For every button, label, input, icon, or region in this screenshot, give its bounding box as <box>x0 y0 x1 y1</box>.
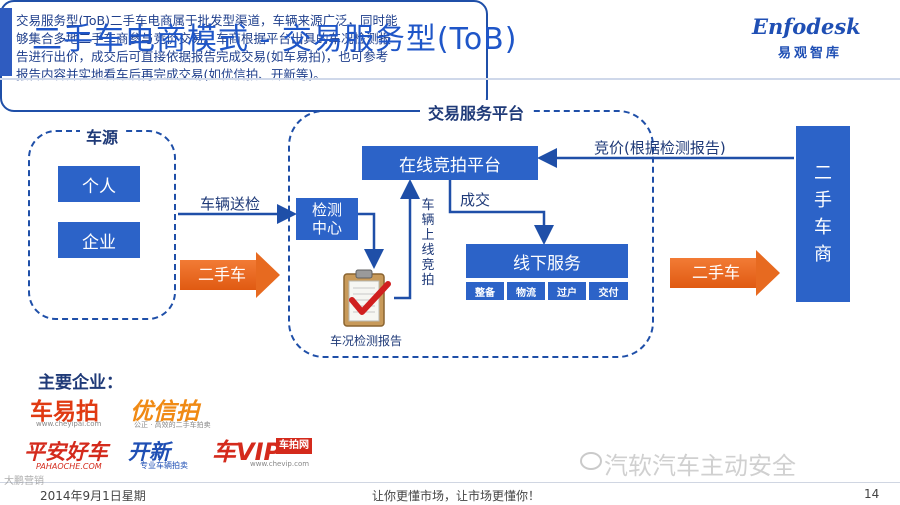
brand-pingan-url: PAHAOCHE.COM <box>36 462 102 471</box>
send-label: 车辆送检 <box>200 195 261 213</box>
vehicle-listing-label: 车辆上线竞拍 <box>421 198 435 288</box>
note-line-4: 报告内容并实地看车后再完成交易(如优信拍、开新等)。 <box>16 67 326 82</box>
footer-divider <box>0 482 900 483</box>
title-accent-bar <box>0 8 12 76</box>
tag-transfer: 过户 <box>548 282 586 300</box>
brand-youxinpai-logo: 优信拍 <box>130 399 199 425</box>
note-line-2: 够集合多地二手车商参与竞价交易。车商根据平台出具的车况检测报 <box>16 31 392 46</box>
footer-slogan: 让你更懂市场，让市场更懂你！ <box>372 489 541 503</box>
page-number: 14 <box>864 487 880 501</box>
title-divider <box>0 78 900 80</box>
left-arrow-label: 二手车 <box>198 265 247 284</box>
wechat-watermark-icon <box>580 452 602 470</box>
dealer-char-4: 商 <box>814 244 832 265</box>
watermark-text: 汽软汽车主动安全 <box>604 452 796 480</box>
footer-date: 2014年9月1日星期 <box>40 489 146 503</box>
brand-cheyipai-url: www.cheyipai.com <box>36 420 102 428</box>
brand-pingan-logo: 平安好车 <box>24 440 108 464</box>
dealer-char-3: 车 <box>814 217 832 238</box>
dealer-char-2: 手 <box>814 190 832 211</box>
brand-chevip-tag: 车拍网 <box>276 438 312 454</box>
corner-watermark: 大鹏营销 <box>4 476 44 487</box>
enfodesk-logo: Enfodesk 易观智库 <box>752 14 892 64</box>
tag-delivery: 交付 <box>589 282 628 300</box>
source-enterprise: 企业 <box>58 222 140 258</box>
inspection-center: 检测 中心 <box>296 198 358 240</box>
brand-kaixin-logo: 开新 <box>128 440 170 464</box>
source-individual: 个人 <box>58 166 140 202</box>
brand-chevip-url: www.chevip.com <box>250 460 310 468</box>
deal-label: 成交 <box>460 191 491 209</box>
logo-text: Enfodesk <box>752 14 861 39</box>
inspection-report-icon <box>343 269 391 327</box>
note-line-3: 告进行出价，成交后可直接依据报告完成交易(如车易拍)，也可参考 <box>16 49 389 64</box>
trading-platform-title: 交易服务平台 <box>420 100 533 124</box>
page-title: 二手车电商模式 - 交易服务型(ToB) <box>32 22 518 57</box>
inspection-report-label: 车况检测报告 <box>330 334 403 348</box>
offline-service: 线下服务 <box>466 244 628 278</box>
brand-cheyipai-logo: 车易拍 <box>30 399 99 425</box>
inspection-line-2: 中心 <box>311 219 342 237</box>
description-note: 交易服务型(ToB)二手车电商属于批发型渠道，车辆来源广泛，同时能 够集合多地二… <box>0 0 488 112</box>
logo-subtitle: 易观智库 <box>778 46 843 61</box>
bid-label: 竞价(根据检测报告) <box>594 139 726 157</box>
brand-chevip-logo: 车VIP <box>212 438 282 466</box>
note-line-1: 交易服务型(ToB)二手车电商属于批发型渠道，车辆来源广泛，同时能 <box>16 13 398 28</box>
tag-prep: 整备 <box>466 282 504 300</box>
inspection-line-1: 检测 <box>311 201 342 219</box>
companies-title: 主要企业： <box>38 373 123 393</box>
dealer-char-1: 二 <box>814 163 832 184</box>
vehicle-source-title: 车源 <box>80 124 125 148</box>
brand-youxinpai-tagline: 公正 · 高效的二手车拍卖 <box>134 421 211 429</box>
online-auction-platform: 在线竞拍平台 <box>362 146 538 180</box>
right-used-car-arrow: 二手车 <box>670 250 780 296</box>
brand-kaixin-tagline: 专业车辆拍卖 <box>140 461 188 470</box>
left-used-car-arrow: 二手车 <box>180 252 280 298</box>
used-car-dealer: 二 手 车 商 <box>796 126 850 302</box>
right-arrow-label: 二手车 <box>692 263 741 282</box>
tag-logistics: 物流 <box>507 282 545 300</box>
